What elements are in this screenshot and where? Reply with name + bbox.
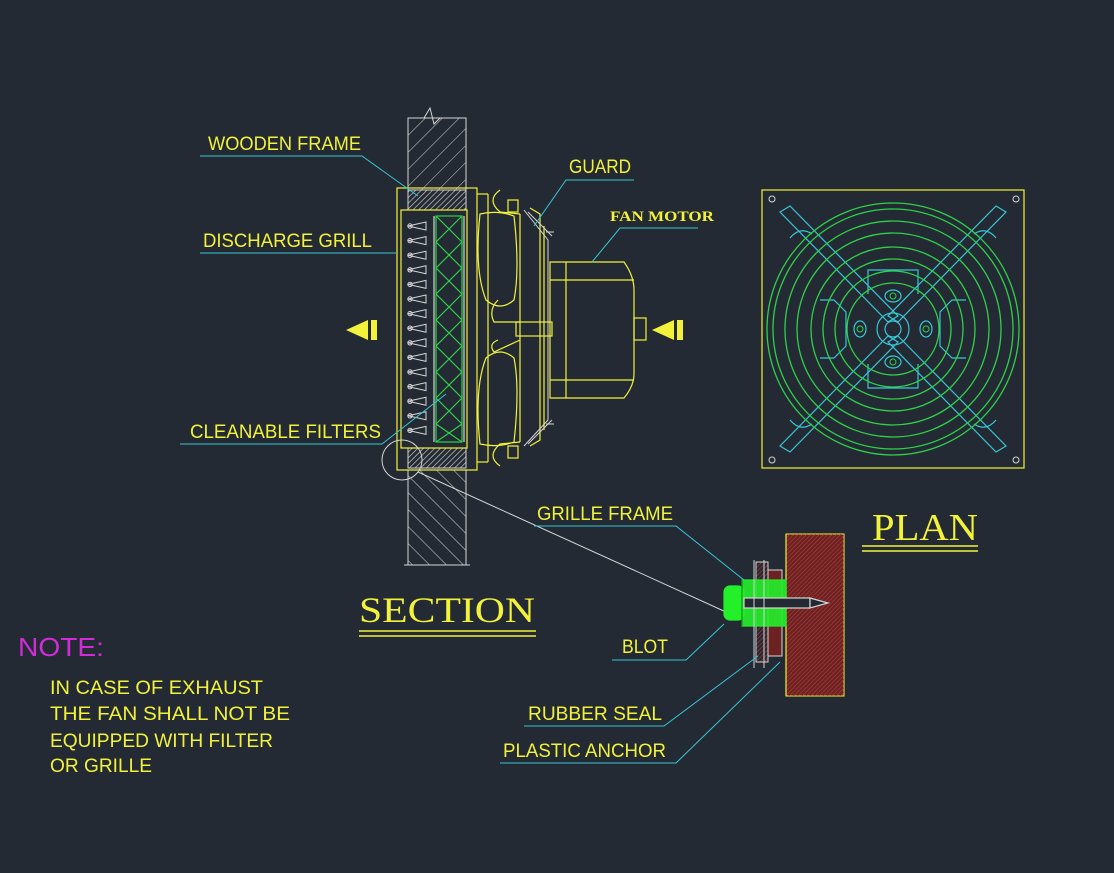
cleanable-filters-leader — [180, 393, 447, 445]
guard-ring — [834, 270, 952, 388]
guard-ring — [810, 246, 976, 412]
blot-leader — [612, 623, 725, 661]
grille-frame-leader — [534, 525, 745, 581]
plan-guard-rings — [766, 202, 1020, 456]
filter-mesh-line — [435, 423, 463, 443]
discharge-grill-louvers — [407, 221, 427, 436]
louver-pivot — [407, 383, 413, 390]
plan-hub-bolts — [856, 292, 930, 366]
louver-pivot — [407, 340, 413, 346]
louver-pivot — [407, 267, 413, 273]
guard-ring — [846, 282, 940, 376]
guard-label: GUARD — [569, 157, 631, 178]
section-view — [346, 106, 727, 613]
section-title: SECTION — [359, 590, 535, 630]
louver-blade — [407, 221, 427, 231]
wall-upper — [407, 106, 467, 191]
airflow-arrow-icon — [346, 320, 377, 340]
plan-guard-struts — [779, 205, 1007, 453]
cleanable-filters-label: CLEANABLE FILTERS — [190, 422, 381, 443]
louver-blade — [407, 308, 427, 319]
note-heading: NOTE: — [18, 632, 104, 662]
filter-mesh-line — [435, 319, 463, 347]
louver-pivot — [407, 398, 413, 404]
filter-mesh-line — [435, 267, 463, 295]
note-block: NOTE: IN CASE OF EXHAUST THE FAN SHALL N… — [18, 632, 290, 777]
louver-blade — [407, 367, 427, 377]
guard-leader — [533, 179, 634, 227]
louver-pivot — [407, 354, 413, 361]
motor-airflow-arrow-icon — [652, 320, 683, 340]
louver-blade — [407, 294, 427, 304]
louver-pivot — [407, 427, 413, 434]
louver-pivot — [407, 296, 413, 302]
louver-blade — [407, 338, 427, 348]
louver-pivot — [407, 223, 413, 229]
grille-frame-label: GRILLE FRAME — [537, 504, 673, 525]
guard-ring — [766, 202, 1020, 456]
plan-title: PLAN — [872, 507, 978, 549]
fixing-detail: GRILLE FRAME BLOT RUBBER SEAL PLASTIC AN… — [500, 504, 845, 764]
discharge-grill-label: DISCHARGE GRILL — [203, 231, 372, 252]
filter-mesh-line — [435, 397, 463, 425]
filter-mesh-line — [435, 241, 463, 269]
guard-ring — [784, 220, 1002, 438]
fan-motor-body — [549, 261, 647, 399]
plastic-anchor-leader — [500, 661, 781, 764]
fan-motor-leader — [591, 227, 698, 263]
wooden-frame-bottom — [407, 447, 467, 469]
note-line: OR GRILLE — [50, 756, 152, 777]
filter-mesh-line — [435, 371, 463, 399]
filter-mesh-line — [435, 293, 463, 321]
louver-blade — [407, 323, 427, 333]
wooden-frame-top — [407, 189, 467, 211]
plan-outer-frame — [761, 189, 1025, 469]
louver-blade — [407, 411, 427, 421]
detail-wall-hatch — [786, 534, 844, 696]
filter-mesh-line — [435, 345, 463, 373]
plastic-anchor-label: PLASTIC ANCHOR — [503, 741, 666, 762]
blot-label: BLOT — [622, 637, 668, 658]
louver-blade — [407, 265, 427, 275]
note-line: EQUIPPED WITH FILTER — [50, 731, 273, 752]
note-line: IN CASE OF EXHAUST — [50, 678, 263, 699]
guard-ring — [796, 232, 990, 426]
filter-mesh-line — [435, 215, 463, 243]
section-labels: WOODEN FRAME DISCHARGE GRILL GUARD FAN M… — [180, 134, 714, 637]
louver-blade — [407, 279, 427, 290]
louver-blade — [407, 396, 427, 406]
detail-leader-line — [417, 471, 727, 613]
louver-pivot — [407, 310, 413, 317]
louver-pivot — [407, 413, 413, 419]
louver-blade — [407, 250, 427, 260]
wall-lower — [404, 469, 470, 566]
louver-pivot — [407, 237, 413, 244]
rubber-seal-label: RUBBER SEAL — [528, 704, 662, 725]
louver-pivot — [407, 252, 413, 258]
guard-ring — [772, 208, 1014, 450]
louver-blade — [407, 352, 427, 363]
fan-housing — [477, 189, 553, 467]
wooden-frame-label: WOODEN FRAME — [208, 134, 361, 155]
rubber-seal-leader — [524, 655, 759, 727]
guard-ring — [822, 258, 964, 400]
plan-corner-holes — [768, 195, 1020, 464]
plan-view: PLAN — [761, 189, 1025, 552]
cleanable-filter — [433, 215, 465, 443]
guard-wires — [523, 209, 554, 447]
wooden-frame-leader — [200, 155, 419, 197]
fan-motor-label: FAN MOTOR — [610, 209, 714, 225]
louver-pivot — [407, 369, 413, 375]
louver-blade — [407, 425, 427, 436]
grill-frame — [396, 187, 488, 471]
louver-pivot — [407, 281, 413, 288]
louver-blade — [407, 381, 427, 392]
louver-pivot — [407, 325, 413, 331]
plan-motor-hub — [853, 289, 933, 369]
detail-callout-circle — [381, 439, 423, 481]
note-line: THE FAN SHALL NOT BE — [50, 704, 290, 725]
louver-blade — [407, 235, 427, 246]
